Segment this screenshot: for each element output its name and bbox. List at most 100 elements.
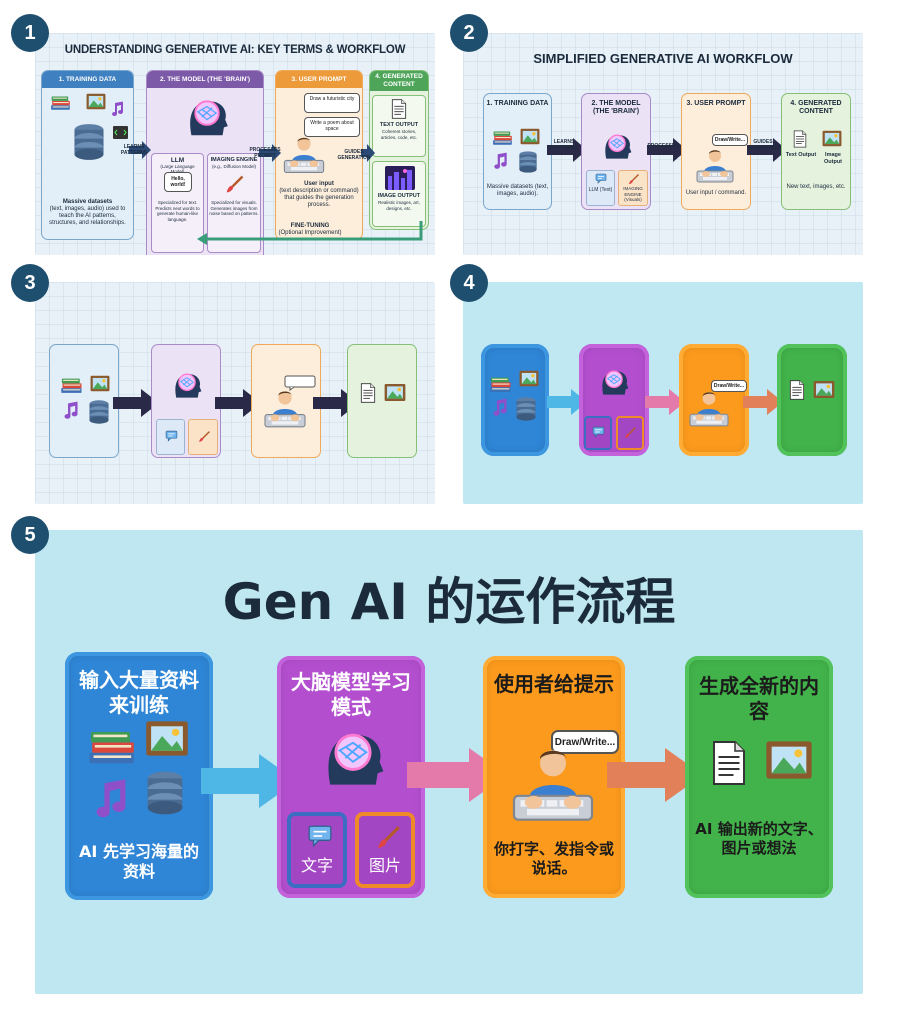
generated-content-card: 4. GENERATED CONTENT TEXT OUTPUT Coheren… xyxy=(369,70,429,230)
panel-clay-workflow: Draw/Write... xyxy=(463,282,863,504)
llm-desc: Specialized for text. Predicts next word… xyxy=(155,200,200,222)
p4-imaging-box xyxy=(616,416,644,450)
document-icon xyxy=(793,130,807,148)
image-icon xyxy=(519,370,539,387)
p4-arrow-2 xyxy=(645,389,685,415)
p2-arrow-label-processes: PROCESSES xyxy=(647,143,679,149)
picture-frame-icon xyxy=(765,740,813,780)
p2-arrow-label-learns: LEARNS PATTERNS xyxy=(550,139,578,151)
llm-bubble: Hello, world! xyxy=(164,172,192,192)
p3-user-prompt-card xyxy=(251,344,321,458)
panel-detailed-workflow: UNDERSTANDING GENERATIVE AI: KEY TERMS &… xyxy=(35,33,435,255)
music-icon xyxy=(110,101,125,117)
p5-image-label: 图片 xyxy=(368,856,401,875)
p5-prompt-bottom-text: 你打字、发指令或说话。 xyxy=(493,840,614,877)
fine-tuning-title: FINE-TUNING xyxy=(290,223,330,229)
p4-training-data-card xyxy=(481,344,549,456)
p2-generated-header: 4. GENERATED CONTENT xyxy=(790,100,842,115)
p5-user-prompt-card: 使用者给提示 Draw/Write... 你打字、发指令或说话。 xyxy=(483,656,625,898)
p2-training-data-desc: Massive datasets (text, images, audio). xyxy=(486,184,549,197)
books-icon xyxy=(60,375,84,394)
brain-head-icon xyxy=(315,720,391,796)
llm-subtitle: (Large Language Model) xyxy=(160,164,195,174)
document-icon xyxy=(711,740,747,786)
person-typing-icon xyxy=(692,148,738,184)
image-icon xyxy=(90,375,110,392)
p5-generated-content-card: 生成全新的内容 AI 输出新的文字、图片或想法 xyxy=(685,656,833,898)
image-icon xyxy=(86,93,106,110)
paintbrush-icon xyxy=(198,430,211,443)
p4-llm-box xyxy=(584,416,612,450)
p2-generated-desc: New text, images, etc. xyxy=(786,184,846,190)
p2-training-data-header: 1. TRAINING DATA xyxy=(486,100,549,107)
p5-training-data-card: 输入大量资料来训练 AI 先学习海量的资料 xyxy=(65,652,213,900)
panel-simplified-workflow: SIMPLIFIED GENERATIVE AI WORKFLOW 1. TRA… xyxy=(463,33,863,255)
step-badge-1: 1 xyxy=(11,14,49,52)
books-icon xyxy=(87,724,139,766)
document-icon xyxy=(789,380,805,400)
arrow-label-processes-prompt: PROCESSES PROMPT xyxy=(249,147,281,159)
llm-title: LLM xyxy=(170,157,185,164)
books-icon xyxy=(489,374,513,393)
panel1-title: UNDERSTANDING GENERATIVE AI: KEY TERMS &… xyxy=(64,44,406,56)
text-output-desc: Coherent stories, articles, code, etc. xyxy=(380,129,418,140)
panel2-title: SIMPLIFIED GENERATIVE AI WORKFLOW xyxy=(533,51,793,66)
arrow-label-learns-patterns: LEARNS PATTERNS xyxy=(120,144,148,156)
p5-generated-bottom-text: AI 输出新的文字、图片或想法 xyxy=(695,820,823,857)
chat-icon xyxy=(592,426,605,438)
brain-head-icon xyxy=(599,128,635,164)
p2-training-data-card: 1. TRAINING DATA Massive datasets (text,… xyxy=(483,93,552,210)
training-data-card: 1. TRAINING DATA Massive datasets (text,… xyxy=(41,70,134,240)
step-badge-3: 3 xyxy=(11,264,49,302)
p3-arrow-1 xyxy=(113,389,159,417)
p2-imaging-box: IMAGING ENGINE (Visuals) xyxy=(618,170,648,206)
p4-user-prompt-card: Draw/Write... xyxy=(679,344,749,456)
paintbrush-icon xyxy=(376,824,402,850)
p2-arrow-processes xyxy=(647,138,687,162)
step-badge-4: 4 xyxy=(450,264,488,302)
p4-arrow-3 xyxy=(743,389,783,415)
city-image-icon xyxy=(385,166,415,190)
arrow-processes-prompt xyxy=(259,144,281,162)
database-icon xyxy=(88,399,110,425)
p5-arrow-3 xyxy=(607,748,703,802)
panel-icon-workflow xyxy=(35,282,435,504)
p2-user-prompt-desc: User input / command. xyxy=(685,190,747,196)
p2-model-card: 2. THE MODEL (THE 'BRAIN') LLM (Text) IM… xyxy=(581,93,651,210)
p5-training-bottom-text: AI 先学习海量的资料 xyxy=(79,842,199,881)
imaging-desc: Specialized for visuals. Generates image… xyxy=(209,200,259,216)
image-output-box: IMAGE OUTPUT Realistic images, art, desi… xyxy=(372,161,426,227)
p5-model-card: 大脑模型学习模式 文字 图片 xyxy=(277,656,425,898)
p4-generated-content-card xyxy=(777,344,847,456)
p2-arrow-guides xyxy=(747,138,787,162)
p5-text-box: 文字 xyxy=(287,812,347,888)
p3-generated-content-card xyxy=(347,344,417,458)
step-badge-5: 5 xyxy=(11,516,49,554)
person-typing-icon xyxy=(280,135,328,175)
p4-prompt-bubble: Draw/Write... xyxy=(711,380,747,392)
p5-image-box: 图片 xyxy=(355,812,415,888)
brain-head-icon xyxy=(169,367,205,403)
document-icon xyxy=(391,99,407,119)
brain-head-icon xyxy=(596,364,632,400)
p2-prompt-bubble: Draw/Write... xyxy=(712,134,748,146)
p5-prompt-bubble: Draw/Write... xyxy=(551,730,619,754)
database-icon xyxy=(515,396,537,422)
llm-box: LLM (Large Language Model) Hello, world!… xyxy=(151,153,204,253)
training-data-title: Massive datasets xyxy=(62,199,113,205)
prompt-bubble-city: Draw a futuristic city xyxy=(304,93,360,113)
speech-bubble-icon xyxy=(284,375,316,391)
arrow-learns-patterns xyxy=(129,141,151,159)
chat-icon xyxy=(307,824,333,848)
p2-image-output-label: Image Output xyxy=(823,152,843,165)
image-icon xyxy=(520,128,540,145)
image-icon xyxy=(145,720,189,757)
step-badge-2: 2 xyxy=(450,14,488,52)
brain-head-icon xyxy=(181,91,233,143)
imaging-engine-box: IMAGING ENGINE (e.g., Diffusion Model) S… xyxy=(207,153,261,253)
person-typing-icon xyxy=(685,390,733,428)
code-icon xyxy=(113,126,128,139)
paintbrush-icon xyxy=(225,174,245,194)
p2-llm-box: LLM (Text) xyxy=(586,170,615,206)
image-output-desc: Realistic images, art, designs, etc. xyxy=(378,200,420,211)
